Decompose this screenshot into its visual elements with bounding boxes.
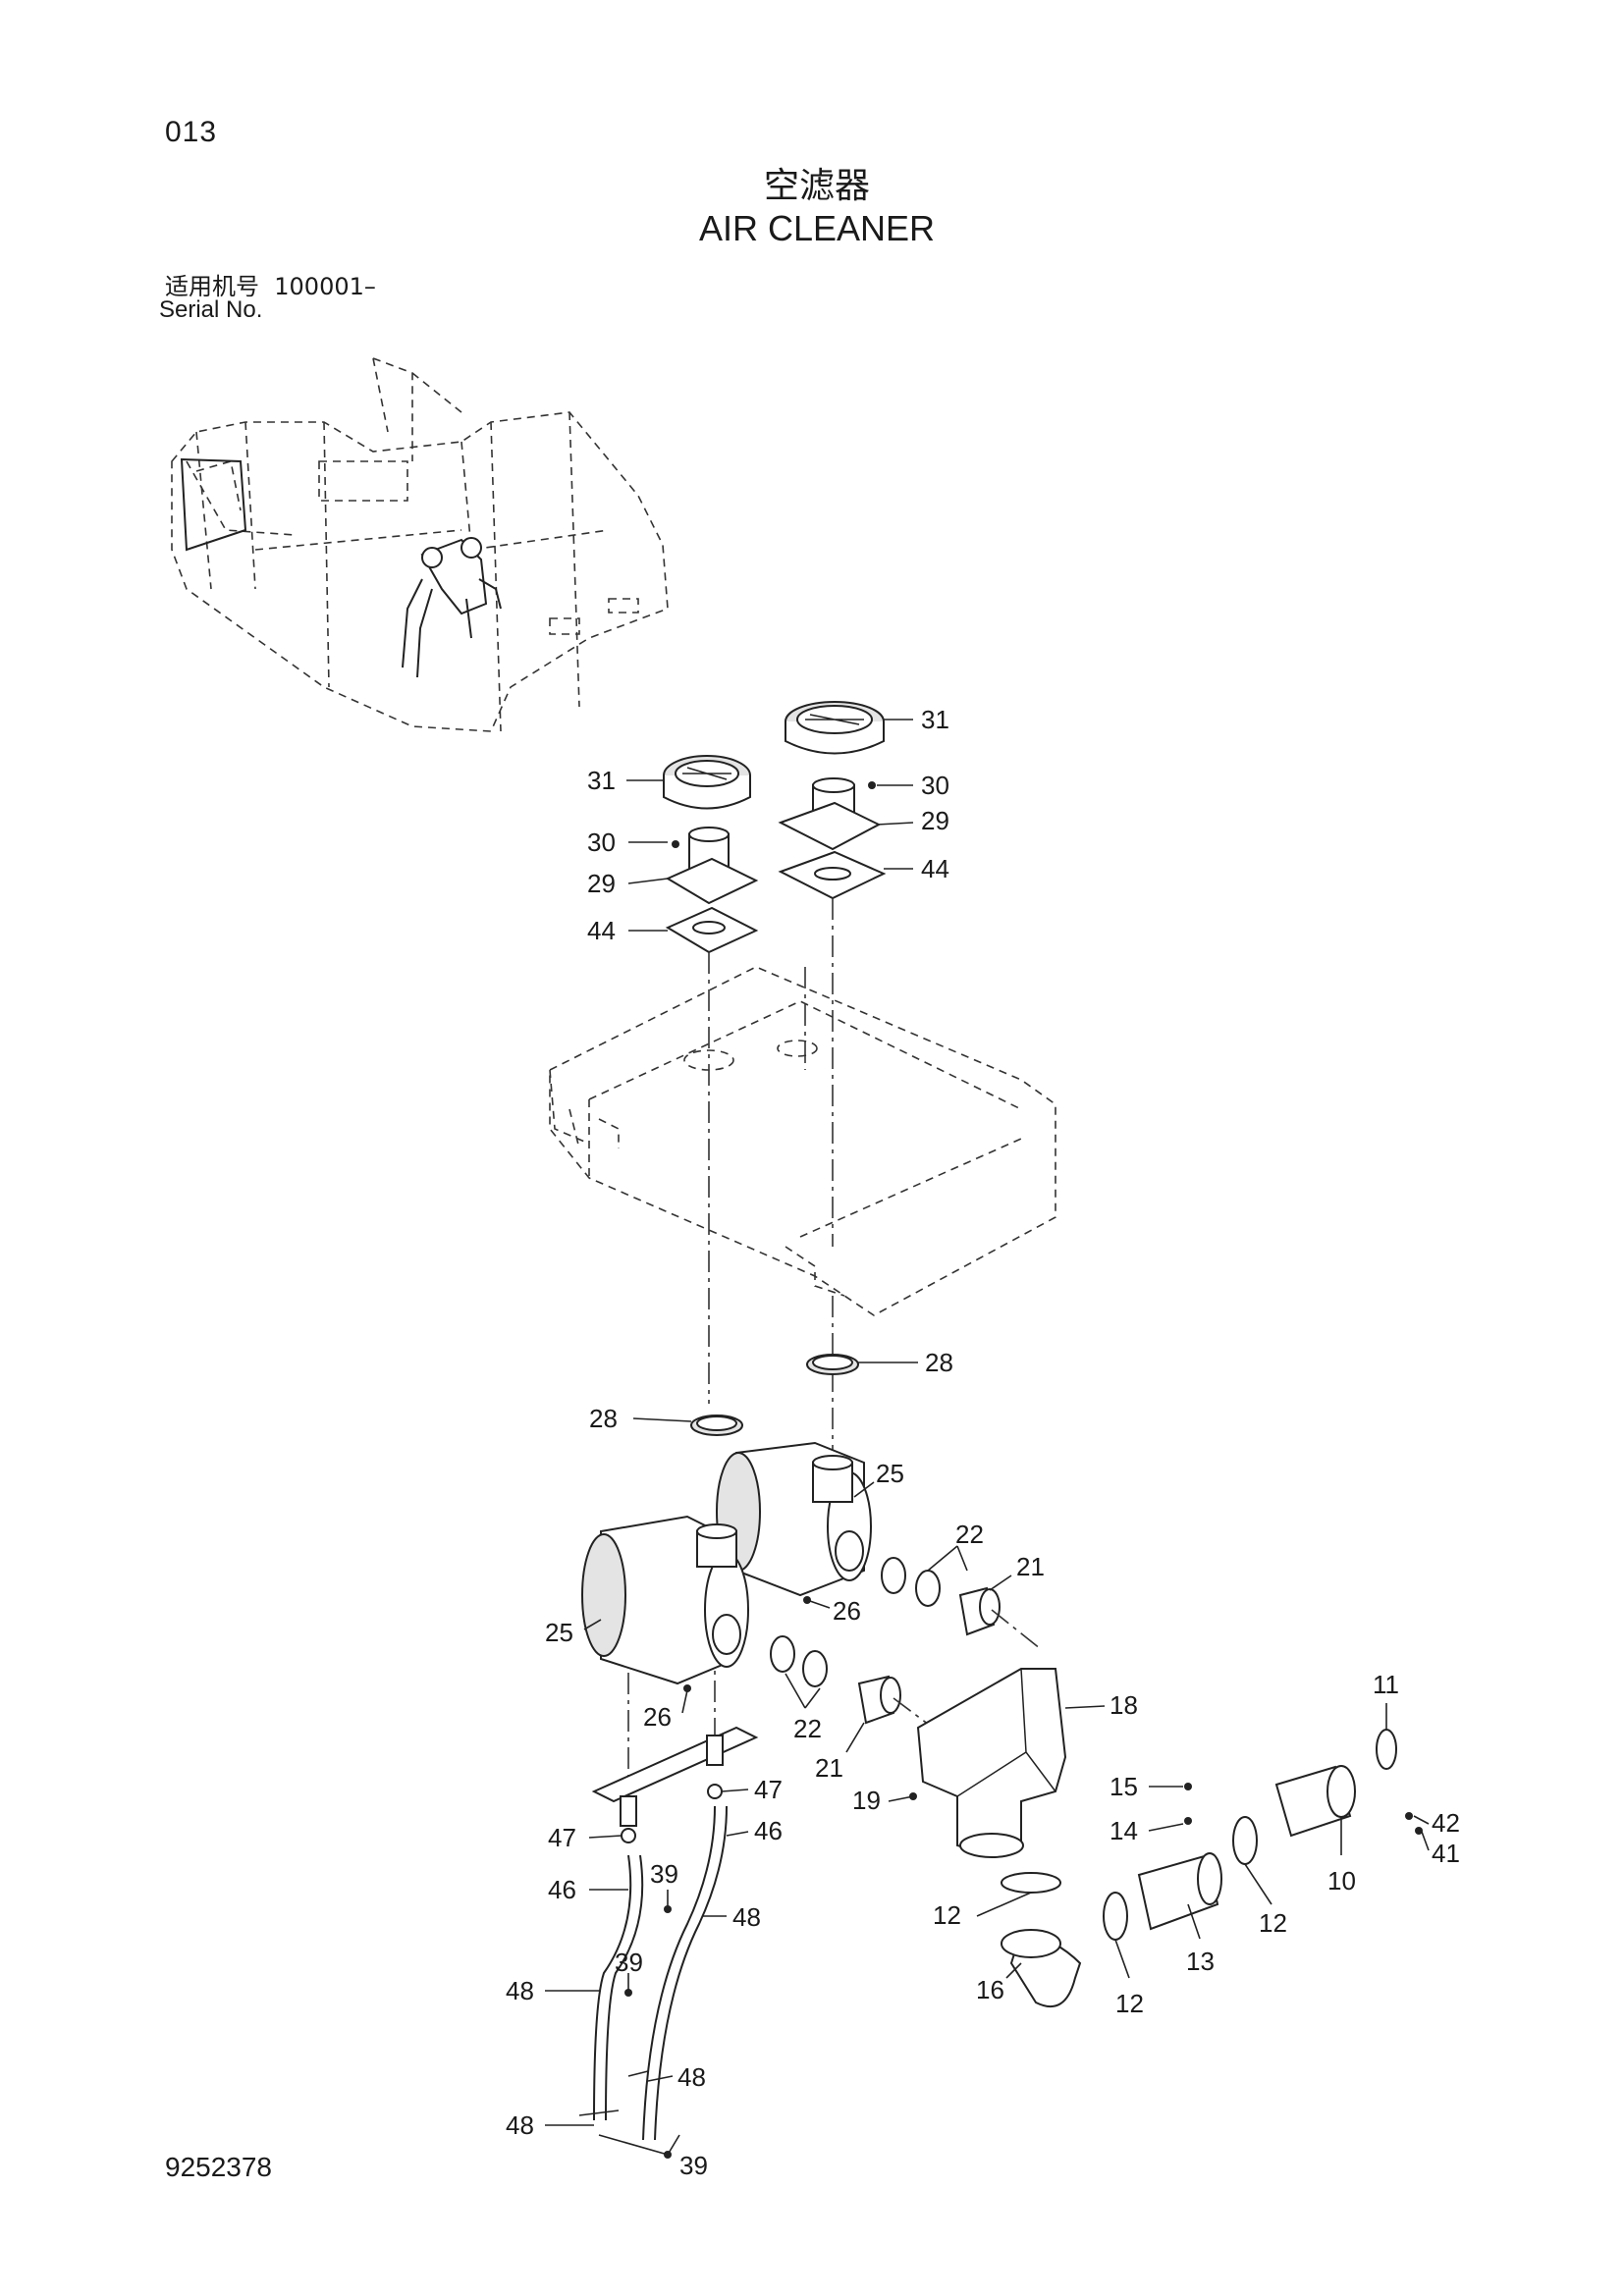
callout-15: 15 (1110, 1772, 1138, 1801)
precleaner-assembly-right (778, 701, 887, 900)
air-cleaner-body-rear (716, 1441, 872, 1604)
callout-44: 44 (921, 854, 949, 883)
callout-22: 22 (955, 1520, 984, 1549)
callout-21: 21 (815, 1753, 843, 1783)
callout-39: 39 (679, 2151, 708, 2180)
callout-26: 26 (833, 1596, 861, 1626)
callout-48: 48 (506, 2110, 534, 2140)
callout-30: 30 (921, 771, 949, 800)
callout-13: 13 (1186, 1947, 1215, 1976)
air-cleaner-body-front (581, 1515, 749, 1692)
callout-18: 18 (1110, 1690, 1138, 1720)
callout-48: 48 (506, 1976, 534, 2005)
callout-11: 11 (1373, 1670, 1399, 1699)
callout-31: 31 (587, 766, 616, 795)
serial-label-cn-text: 适用机号 (165, 273, 259, 300)
bracket-and-drain-hoses (578, 1726, 759, 2159)
callout-29: 29 (587, 869, 616, 898)
intake-hoses (1001, 1729, 1423, 2007)
machine-overview-illustration (171, 357, 669, 732)
callout-42: 42 (1432, 1808, 1460, 1838)
callout-28: 28 (925, 1348, 953, 1377)
callout-14: 14 (1110, 1816, 1138, 1845)
callout-26: 26 (643, 1702, 672, 1732)
callout-46: 46 (754, 1816, 783, 1845)
callout-25: 25 (545, 1618, 573, 1647)
callout-16: 16 (976, 1975, 1004, 2004)
precleaner-assembly-left (663, 755, 759, 954)
callout-10: 10 (1327, 1866, 1356, 1896)
callout-48: 48 (677, 2062, 706, 2092)
callout-25: 25 (876, 1459, 904, 1488)
callout-30: 30 (587, 828, 616, 857)
callout-29: 29 (921, 806, 949, 835)
intake-elbow (909, 1668, 1067, 1858)
callout-12: 12 (933, 1900, 961, 1930)
callout-12: 12 (1259, 1908, 1287, 1938)
serial-label-english: Serial No. (159, 296, 263, 323)
callout-28: 28 (589, 1404, 618, 1433)
callout-41: 41 (1432, 1839, 1460, 1868)
drawing-number: 9252378 (165, 2152, 273, 2182)
callout-12: 12 (1115, 1989, 1144, 2018)
callout-31: 31 (921, 705, 949, 734)
callout-19: 19 (852, 1786, 881, 1815)
callout-22: 22 (793, 1714, 822, 1743)
serial-range: 100001– (274, 273, 376, 300)
callout-47: 47 (754, 1775, 783, 1804)
callout-48: 48 (732, 1902, 761, 1932)
callout-21: 21 (1016, 1552, 1045, 1581)
callout-46: 46 (548, 1875, 576, 1904)
serial-label-chinese: 适用机号 100001– (165, 267, 376, 301)
callout-labels: 31 31 30 30 29 29 44 44 28 28 25 25 22 2… (506, 705, 1460, 2180)
callout-39: 39 (650, 1859, 678, 1889)
engine-cover (549, 966, 1056, 1316)
title-chinese: 空滤器 (763, 166, 870, 206)
callout-39: 39 (615, 1948, 643, 1977)
title-english: AIR CLEANER (698, 208, 936, 248)
page-number: 013 (165, 116, 218, 148)
seal-rings (690, 1354, 859, 1436)
callout-47: 47 (548, 1823, 576, 1852)
callout-44: 44 (587, 916, 616, 945)
